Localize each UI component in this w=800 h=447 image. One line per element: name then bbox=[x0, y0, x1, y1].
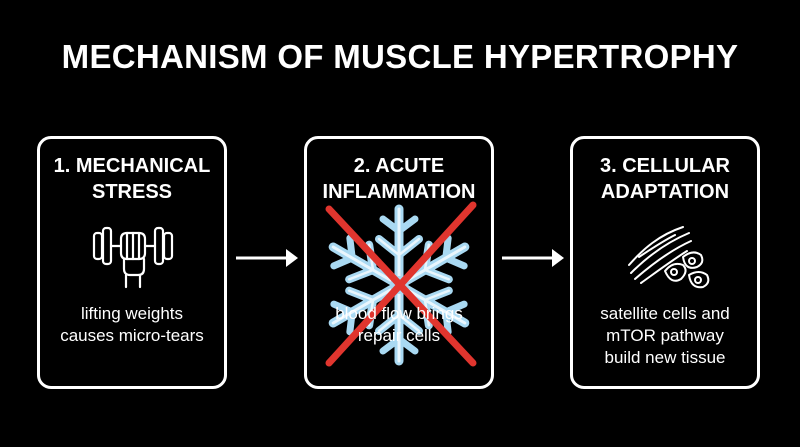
step-card-mechanical-stress: 1. MECHANICAL STRESS lifting weights cau… bbox=[37, 136, 227, 389]
snowflake-icon bbox=[315, 204, 483, 369]
cross-icon bbox=[325, 201, 477, 367]
step-description-line: lifting weights bbox=[80, 304, 184, 323]
step-description: blood flow brings repair cells bbox=[307, 303, 491, 347]
step-heading-line: 2. ACUTE bbox=[353, 155, 445, 177]
step-description-line: build new tissue bbox=[604, 348, 726, 367]
step-description: satellite cells and mTOR pathway build n… bbox=[573, 303, 757, 369]
step-card-acute-inflammation: 2. ACUTE INFLAMMATION blood flow brings … bbox=[304, 136, 494, 389]
step-description: lifting weights causes micro-tears bbox=[40, 303, 224, 347]
step-heading-line: 1. MECHANICAL bbox=[53, 155, 211, 177]
step-description-line: causes micro-tears bbox=[60, 326, 204, 345]
step-heading-line: INFLAMMATION bbox=[322, 181, 476, 203]
step-heading-line: 3. CELLULAR bbox=[600, 155, 730, 177]
page-title: MECHANISM OF MUSCLE HYPERTROPHY bbox=[61, 38, 739, 75]
step-description-line: mTOR pathway bbox=[606, 326, 724, 345]
dumbbell-fist-icon bbox=[92, 226, 174, 289]
step-description-line: repair cells bbox=[357, 326, 441, 345]
step-description-line: satellite cells and bbox=[600, 304, 730, 323]
muscle-cells-icon bbox=[628, 226, 710, 289]
step-heading-line: ADAPTATION bbox=[600, 181, 730, 203]
arrow-right-icon bbox=[502, 249, 564, 267]
step-heading: 2. ACUTE INFLAMMATION bbox=[307, 153, 491, 205]
arrow-right-icon bbox=[236, 249, 298, 267]
step-heading-line: STRESS bbox=[91, 181, 173, 203]
step-description-line: blood flow brings bbox=[335, 304, 463, 323]
step-heading: 1. MECHANICAL STRESS bbox=[40, 153, 224, 205]
step-heading: 3. CELLULAR ADAPTATION bbox=[573, 153, 757, 205]
step-card-cellular-adaptation: 3. CELLULAR ADAPTATION satellite cells a… bbox=[570, 136, 760, 389]
